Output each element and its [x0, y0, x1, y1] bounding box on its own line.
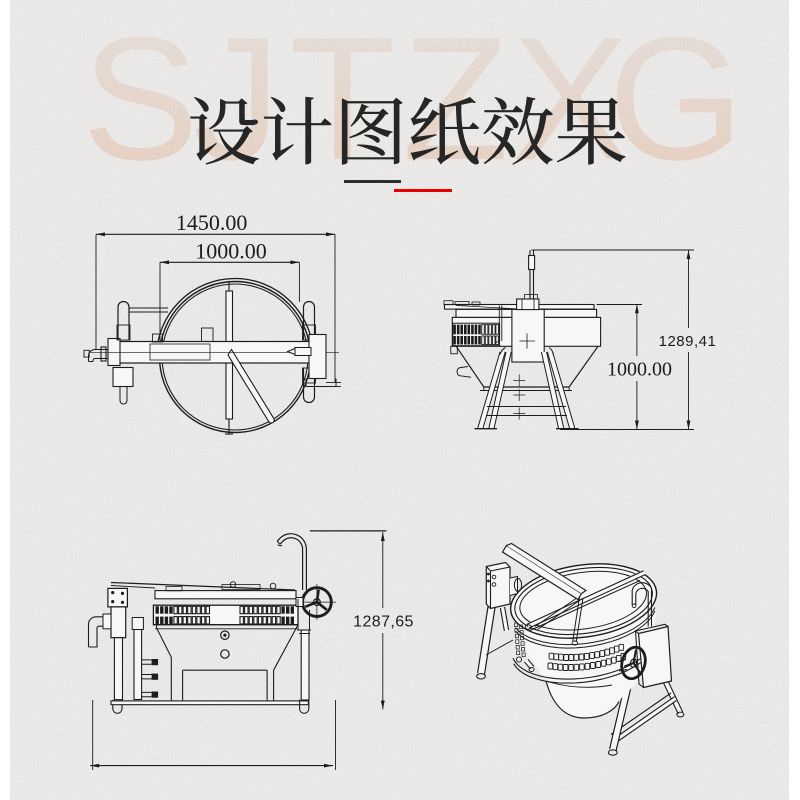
- svg-text:1287,65: 1287,65: [353, 614, 414, 631]
- svg-text:1000.00: 1000.00: [607, 359, 672, 381]
- svg-text:1450.00: 1450.00: [176, 210, 248, 235]
- svg-text:1000.00: 1000.00: [195, 239, 267, 264]
- svg-text:1289,41: 1289,41: [659, 333, 717, 350]
